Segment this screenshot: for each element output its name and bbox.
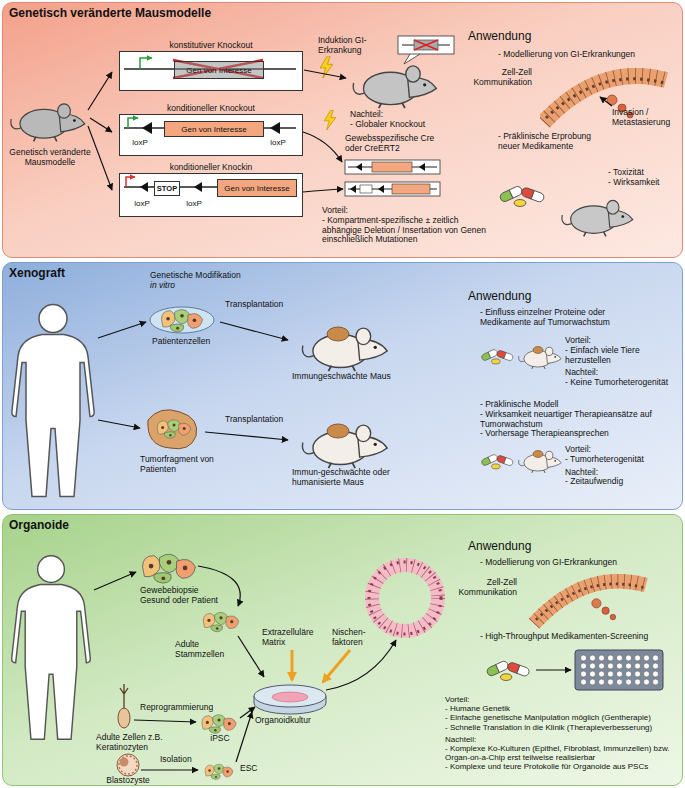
label-text: Zell-Zell Kommunikation bbox=[455, 578, 517, 598]
label-text: Immun-geschwächte oder humanisierte Maus bbox=[292, 468, 402, 488]
label-text: ESC bbox=[240, 764, 270, 774]
label-text: Adulte Zellen z.B. Keratinozyten bbox=[96, 733, 176, 753]
label-text: Nachteil: bbox=[445, 735, 681, 744]
label-text: Nachteil: bbox=[565, 468, 679, 478]
label-text: - Wirksamkeit bbox=[608, 178, 680, 188]
label-text: Blastozyste bbox=[98, 776, 158, 786]
label-text: Zell-Zell Kommunikation bbox=[470, 68, 532, 88]
label-text: - Einfluss einzelner Proteine oder Medik… bbox=[480, 308, 645, 328]
label-text: Nachteil: bbox=[350, 110, 440, 120]
label-text: - Einfache genetische Manipulation mögli… bbox=[445, 713, 681, 722]
label-text: - Komplexe und teure Protokolle für Orga… bbox=[445, 762, 681, 771]
label-text: Invasion / Metastasierung bbox=[612, 108, 680, 128]
label-text: - Toxizität bbox=[608, 168, 680, 178]
label-text: - Modellierung von GI-Erkrankungen bbox=[498, 50, 678, 60]
gene-construct: konstitutiver KnockoutGen von Interesse bbox=[119, 39, 303, 91]
label-text: Isolation bbox=[160, 755, 210, 765]
label-text: - Präklinische Modell bbox=[480, 400, 680, 410]
label-text: - High-Throughput Medikamenten-Screening bbox=[480, 632, 680, 642]
label-text: - Tumorheterogenität bbox=[565, 455, 679, 465]
panel-title: Xenograft bbox=[9, 266, 65, 280]
gene-label: Gen von Interesse bbox=[224, 184, 289, 193]
label-text: - Vorhersage Therapieansprechen bbox=[480, 429, 680, 439]
gene-label: Gen von Interesse bbox=[181, 125, 246, 134]
gene-label: STOP bbox=[157, 184, 177, 193]
label-text: - Keine Tumorheterogenität bbox=[565, 378, 679, 388]
label-text: loxP bbox=[182, 199, 206, 208]
label-text: Vorteil: bbox=[322, 206, 490, 216]
label-text: Anwendung bbox=[468, 540, 578, 554]
label-text: Vorteil: bbox=[565, 445, 679, 455]
label-text: Nischen-faktoren bbox=[332, 628, 376, 648]
label-text: Organoidkultur bbox=[255, 716, 335, 726]
label-text: Vorteil: bbox=[445, 695, 681, 704]
label-text: Gewebebiopsie Gesund oder Patient bbox=[140, 586, 230, 606]
label-text: Reprogrammierung bbox=[140, 703, 224, 713]
label-text: - Zeitaufwendig bbox=[565, 477, 679, 487]
label-text: Transplantation bbox=[225, 415, 295, 425]
gene-box: STOP bbox=[154, 181, 180, 196]
label-text: Anwendung bbox=[468, 30, 578, 44]
label-text: Extrazelluläre Matrix bbox=[262, 628, 328, 648]
label-text: Immungeschwächte Maus bbox=[292, 372, 412, 382]
label-text: Induktion GI-Erkrankung bbox=[318, 36, 393, 56]
panel-title: Genetisch veränderte Mausmodelle bbox=[9, 6, 211, 20]
construct-heading: konditioneller Knockout bbox=[119, 102, 303, 114]
label-text: - Präklinische Erprobung neuer Medikamen… bbox=[498, 132, 613, 152]
label-text: - Kompartment-spezifische ± zeitlich abh… bbox=[322, 216, 490, 245]
label-text: Genetisch veränderte Mausmodelle bbox=[6, 148, 94, 168]
construct-heading: konditioneller Knockin bbox=[119, 161, 303, 173]
label-text: - Einfach viele Tiere herzustellen bbox=[565, 346, 679, 366]
label-text: Transplantation bbox=[225, 300, 295, 310]
label-text: Nachteil: bbox=[565, 368, 679, 378]
panel-title: Organoide bbox=[9, 518, 69, 532]
label-text: - Komplexe Ko-Kulturen (Epithel, Fibrobl… bbox=[445, 744, 681, 762]
label-text: Tumorfragment von Patienten bbox=[140, 455, 230, 475]
label-text: - Modellierung von GI-Erkrankungen bbox=[480, 558, 670, 568]
label-text: iPSC bbox=[202, 734, 238, 744]
gene-label: Gen von Interesse bbox=[186, 66, 251, 75]
label-text: Patientenzellen bbox=[152, 337, 232, 347]
label-text: in vitro bbox=[150, 281, 260, 291]
label-text: loxP bbox=[130, 199, 154, 208]
gene-box: Gen von Interesse bbox=[217, 179, 297, 197]
gene-box: Gen von Interesse bbox=[174, 61, 264, 79]
label-text: Vorteil: bbox=[565, 336, 679, 346]
label-text: Gewebsspezifische Cre oder CreERT2 bbox=[345, 134, 445, 154]
label-text: loxP bbox=[266, 138, 290, 147]
label-text: - Schnelle Translation in die Klinik (Th… bbox=[445, 723, 681, 732]
label-text: - Humane Genetik bbox=[445, 704, 681, 713]
gene-box: Gen von Interesse bbox=[164, 121, 264, 137]
label-text: loxP bbox=[128, 138, 152, 147]
label-text: Anwendung bbox=[468, 290, 578, 304]
label-text: Genetische Modifikation bbox=[150, 271, 260, 281]
label-text: Adulte Stammzellen bbox=[175, 640, 237, 660]
label-text: - Wirksamkeit neuartiger Therapieansätze… bbox=[480, 410, 680, 430]
label-text: - Globaler Knockout bbox=[350, 120, 440, 130]
construct-heading: konstitutiver Knockout bbox=[119, 39, 303, 51]
